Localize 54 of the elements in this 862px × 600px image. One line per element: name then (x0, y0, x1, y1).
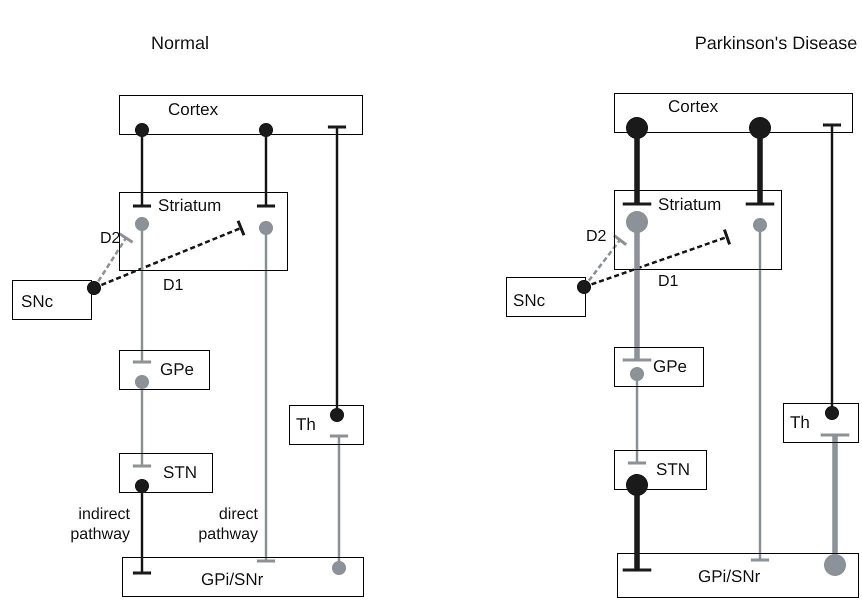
pathway-connector (622, 211, 652, 362)
pathway-connector (132, 375, 152, 468)
region-name: Striatum (158, 195, 222, 217)
pathway-connector (750, 218, 770, 562)
region-name: SNc (21, 291, 54, 313)
region-box (506, 277, 586, 317)
pathway-connector (132, 217, 152, 364)
pathway-connector (256, 123, 276, 208)
region-box (289, 405, 364, 445)
region-box (119, 350, 210, 390)
region-box (122, 557, 364, 597)
edge-label: D2 (586, 227, 608, 247)
pathway-connector (820, 434, 850, 576)
region-name: GPe (160, 359, 194, 381)
edge-label: direct pathway (197, 505, 258, 545)
region-box (614, 190, 782, 270)
region-box (119, 95, 363, 135)
region-name: Th (296, 414, 316, 436)
edge-label: D2 (100, 229, 122, 249)
region-name: Cortex (168, 99, 218, 121)
region-name: STN (163, 462, 197, 484)
pathway-connector (622, 474, 652, 572)
pathway-connector (132, 479, 152, 574)
region-name: GPi/SNr (201, 569, 264, 591)
region-box (783, 403, 859, 443)
panel-title: Normal (151, 32, 209, 55)
region-name: Striatum (658, 194, 722, 216)
region-name: Th (790, 412, 810, 434)
pathway-connector (87, 220, 246, 295)
edge-label: D1 (163, 276, 184, 296)
region-box (614, 93, 853, 133)
pathway-connector (577, 229, 731, 294)
region-name: Cortex (668, 96, 718, 118)
region-name: SNc (513, 290, 546, 312)
pathway-connector (622, 117, 652, 206)
region-name: STN (656, 459, 690, 481)
region-name: GPe (653, 356, 688, 378)
region-box (12, 280, 92, 320)
edge-label: D1 (658, 272, 680, 292)
region-box (119, 192, 288, 271)
region-box (614, 450, 707, 490)
panel-title: Parkinson's Disease (694, 32, 858, 55)
pathway-connector (822, 124, 842, 420)
pathway-connector (132, 123, 152, 208)
pathway-connector (328, 126, 346, 422)
pathway-connector (330, 434, 348, 575)
pathway-connector (628, 367, 646, 464)
region-name: GPi/SNr (698, 566, 760, 588)
region-box (617, 553, 859, 598)
pathway-connector (746, 117, 774, 206)
pathway-connector (256, 221, 276, 562)
region-box (614, 347, 704, 387)
region-box (119, 453, 213, 493)
edge-label: indirect pathway (69, 505, 130, 545)
